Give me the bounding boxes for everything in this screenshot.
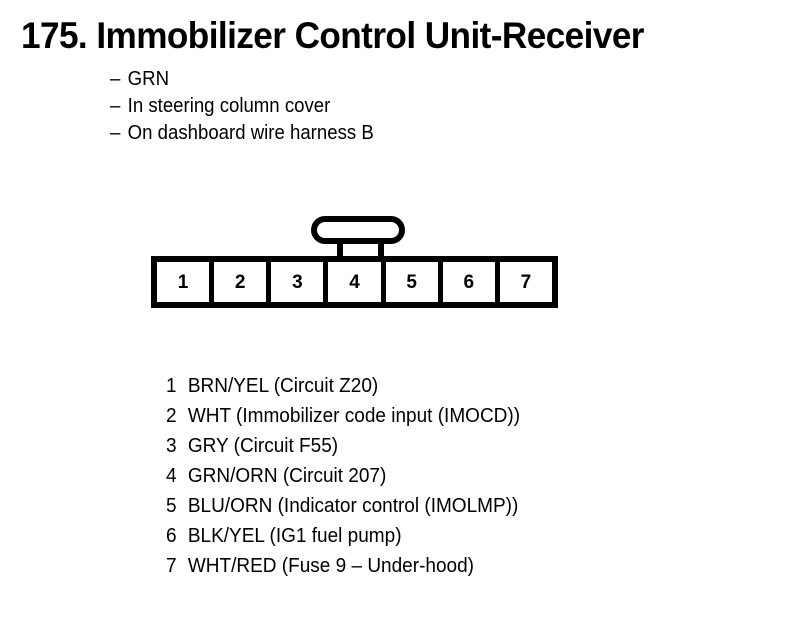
connector-pin-5: 5: [385, 262, 438, 302]
connector-latch-leg-left: [337, 238, 343, 259]
connector-pin-6: 6: [442, 262, 495, 302]
connector-latch-leg-right: [378, 238, 384, 259]
connector-pin-7: 7: [499, 262, 552, 302]
legend-pin-description: GRN/ORN (Circuit 207): [187, 465, 387, 487]
connector-diagram: 1 2 3 4 5 6 7: [151, 216, 571, 316]
notes-list: –GRN –In steering column cover –On dashb…: [110, 66, 374, 147]
connector-pin-3: 3: [271, 262, 324, 302]
legend-pin-description: WHT (Immobilizer code input (IMOCD)): [187, 405, 521, 427]
legend-row: 4 GRN/ORN (Circuit 207): [166, 461, 520, 491]
connector-latch-icon: [311, 216, 405, 244]
legend-row: 2 WHT (Immobilizer code input (IMOCD)): [166, 401, 520, 431]
connector-pin-2: 2: [214, 262, 267, 302]
legend-pin-number: 3: [166, 435, 177, 457]
legend-pin-number: 1: [166, 375, 177, 397]
pin-legend-list: 1 BRN/YEL (Circuit Z20) 2 WHT (Immobilizer…: [166, 371, 520, 581]
connector-pin-4: 4: [328, 262, 381, 302]
page-title: 175. Immobilizer Control Unit-Receiver: [21, 15, 644, 56]
legend-pin-description: BRN/YEL (Circuit Z20): [187, 375, 379, 397]
legend-pin-number: 2: [166, 405, 177, 427]
legend-pin-number: 5: [166, 495, 177, 517]
legend-pin-description: BLU/ORN (Indicator control (IMOLMP)): [187, 495, 519, 517]
note-text: GRN: [127, 68, 170, 90]
connector-pin-housing: 1 2 3 4 5 6 7: [151, 256, 558, 308]
note-dash: –: [110, 122, 121, 144]
note-text: In steering column cover: [127, 95, 331, 117]
legend-row: 6 BLK/YEL (IG1 fuel pump): [166, 521, 520, 551]
note-item: –In steering column cover: [110, 93, 374, 120]
legend-row: 5 BLU/ORN (Indicator control (IMOLMP)): [166, 491, 520, 521]
legend-pin-description: WHT/RED (Fuse 9 – Under-hood): [187, 555, 474, 577]
legend-pin-description: BLK/YEL (IG1 fuel pump): [187, 525, 402, 547]
legend-pin-description: GRY (Circuit F55): [187, 435, 339, 457]
legend-row: 1 BRN/YEL (Circuit Z20): [166, 371, 520, 401]
legend-pin-number: 4: [166, 465, 177, 487]
legend-pin-number: 7: [166, 555, 177, 577]
note-item: –GRN: [110, 66, 374, 93]
legend-row: 3 GRY (Circuit F55): [166, 431, 520, 461]
note-text: On dashboard wire harness B: [127, 122, 374, 144]
legend-row: 7 WHT/RED (Fuse 9 – Under-hood): [166, 551, 520, 581]
legend-pin-number: 6: [166, 525, 177, 547]
note-dash: –: [110, 68, 121, 90]
note-item: –On dashboard wire harness B: [110, 120, 374, 147]
note-dash: –: [110, 95, 121, 117]
connector-pin-1: 1: [157, 262, 210, 302]
